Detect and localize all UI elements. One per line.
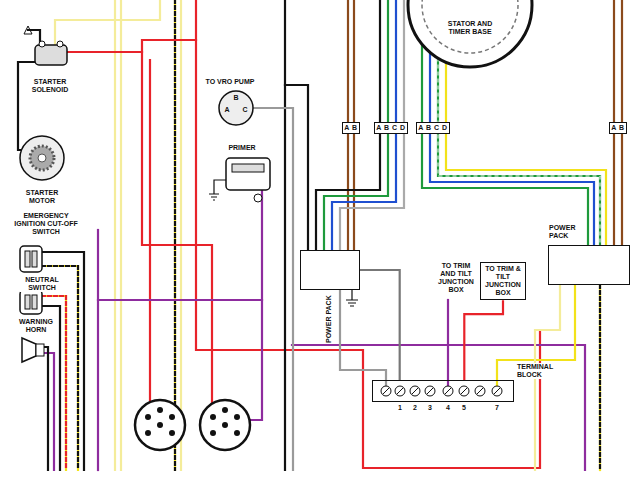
wire bbox=[42, 266, 78, 470]
primer-symbol bbox=[209, 158, 270, 202]
harness-plug-symbol bbox=[135, 400, 250, 450]
terminal-number: 5 bbox=[460, 404, 468, 412]
starter-motor-symbol bbox=[20, 136, 64, 180]
component-label: STARTER MOTOR bbox=[22, 189, 62, 205]
wire-connector bbox=[464, 300, 503, 380]
box-label: POWER PACK bbox=[549, 224, 583, 240]
wire bbox=[114, 0, 116, 470]
terminal-number: 4 bbox=[444, 404, 452, 412]
vro-plug-symbol bbox=[219, 91, 253, 125]
wire bbox=[28, 30, 40, 45]
terminal-number: 7 bbox=[493, 404, 501, 412]
wire bbox=[174, 0, 176, 470]
component-label: EMERGENCY IGNITION CUT-OFF SWITCH bbox=[14, 212, 78, 236]
wire bbox=[195, 0, 197, 40]
wire bbox=[18, 62, 36, 150]
stator-symbol bbox=[408, 0, 532, 67]
wire bbox=[142, 52, 212, 402]
wire bbox=[599, 285, 601, 470]
box-label: TO TRIM & TILT JUNCTION BOX bbox=[483, 265, 523, 297]
terminal-block: TERMINAL BLOCK bbox=[372, 380, 514, 402]
pin-letter: B bbox=[232, 94, 240, 102]
connector-label: A B C D bbox=[374, 122, 408, 134]
component-label: STATOR AND TIMER BASE bbox=[446, 20, 494, 36]
power-pack-box: POWER PACK bbox=[548, 245, 630, 285]
component-label: PRIMER bbox=[222, 144, 262, 152]
connector-label: A B bbox=[609, 122, 627, 134]
component-label: NEUTRAL SWITCH bbox=[20, 276, 64, 292]
connector-label: A B bbox=[342, 122, 360, 134]
wire-stripe bbox=[42, 266, 78, 470]
horn-symbol bbox=[22, 338, 44, 362]
component-label: TO VRO PUMP bbox=[200, 78, 260, 86]
wire bbox=[44, 347, 48, 470]
ground-symbol bbox=[346, 290, 358, 306]
component-label: WARNING HORN bbox=[14, 318, 58, 334]
wire bbox=[285, 85, 308, 250]
box-label: TERMINAL BLOCK bbox=[517, 363, 557, 379]
terminal-number: 3 bbox=[426, 404, 434, 412]
wires bbox=[18, 0, 622, 470]
wire-stripe bbox=[174, 0, 176, 470]
wire-stripe bbox=[599, 285, 601, 470]
junction-box: TO TRIM & TILT JUNCTION BOX bbox=[480, 262, 526, 300]
box-label: POWER PACK bbox=[325, 295, 333, 343]
wire bbox=[292, 345, 585, 470]
wire bbox=[97, 230, 99, 470]
component-label: TO TRIM AND TILT JUNCTION BOX bbox=[436, 262, 476, 294]
wire bbox=[98, 190, 262, 300]
wire bbox=[55, 0, 160, 45]
component-label: STARTER SOLENOID bbox=[28, 78, 72, 94]
wire bbox=[340, 290, 386, 386]
wire bbox=[149, 60, 151, 400]
power-pack-box: POWER PACK bbox=[300, 250, 360, 290]
terminal-number: 2 bbox=[411, 404, 419, 412]
wire bbox=[284, 0, 286, 470]
terminal-screws bbox=[381, 386, 502, 396]
wire bbox=[447, 300, 449, 386]
wire bbox=[316, 0, 380, 250]
wire bbox=[65, 40, 540, 468]
pin-letter: A bbox=[223, 106, 231, 114]
wire-connector bbox=[360, 270, 400, 380]
wire bbox=[120, 0, 122, 470]
connector-label: A B C D bbox=[416, 122, 450, 134]
terminal-number: 1 bbox=[396, 404, 404, 412]
wire bbox=[180, 0, 182, 470]
stator-winding bbox=[422, 0, 518, 53]
pin-letter: C bbox=[241, 106, 249, 114]
solenoid-symbol bbox=[24, 26, 67, 65]
wire bbox=[250, 300, 262, 420]
